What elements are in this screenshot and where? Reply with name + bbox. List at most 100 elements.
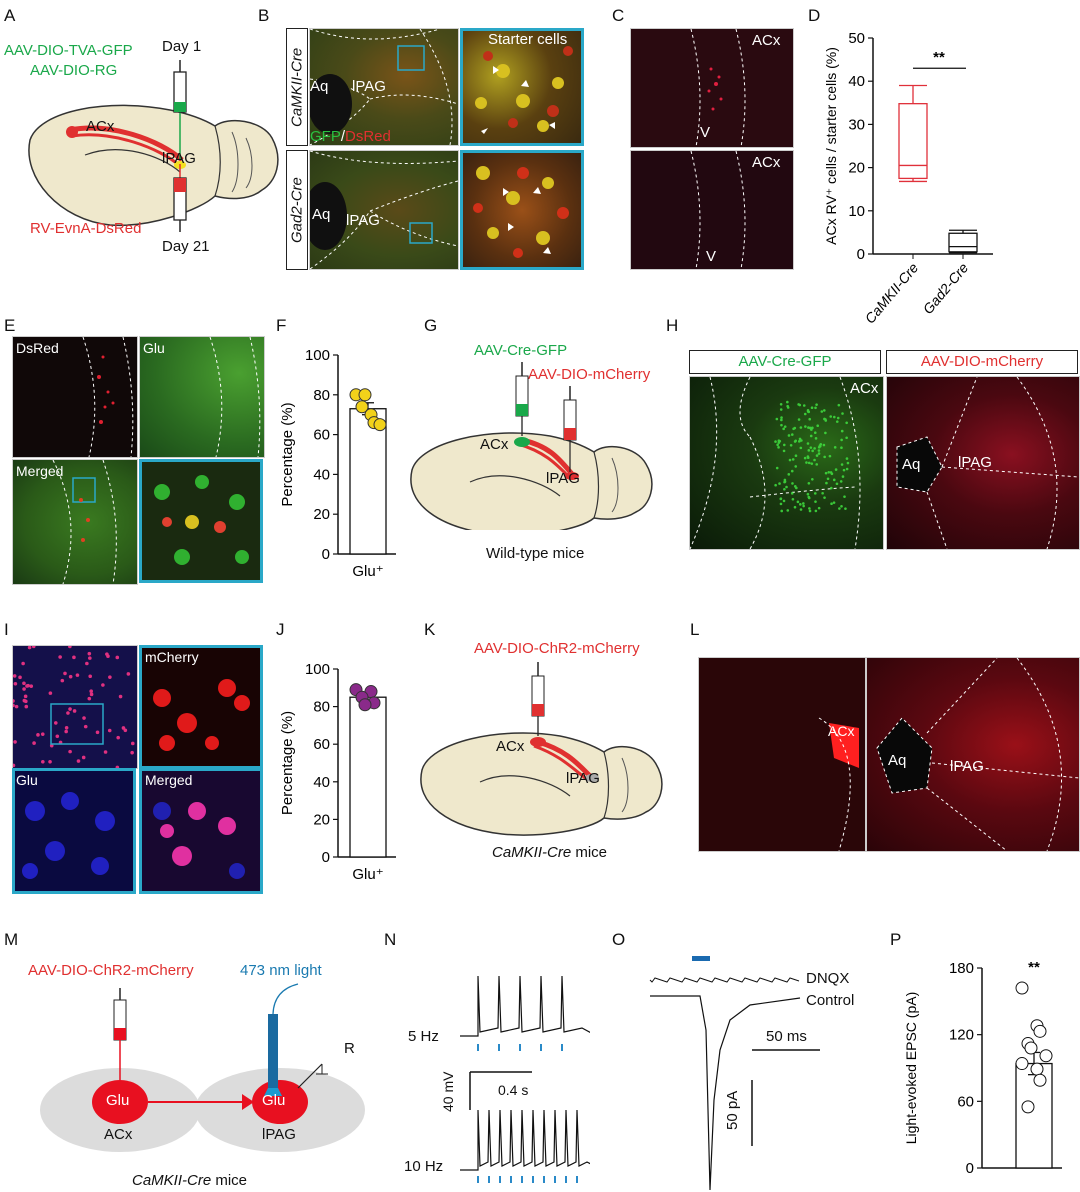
gfp-cell (824, 419, 828, 422)
panel-a-virus-rv: RV-EvnA-DsRed (30, 220, 142, 237)
panel-l-lpag-label: lPAG (950, 758, 984, 775)
gfp-cell (813, 447, 816, 450)
gfp-cell (777, 439, 781, 442)
panel-h-title2: AAV-DIO-mCherry (886, 350, 1078, 374)
panel-m-glu-2: Glu (262, 1092, 286, 1109)
gfp-cell (793, 505, 797, 509)
gfp-cell (791, 497, 795, 501)
mcherry-cell (116, 735, 120, 740)
panel-h-aq-label: Aq (902, 456, 921, 473)
panel-g-caption: Wild-type mice (486, 545, 585, 562)
panel-n-mv: 40 mV (440, 1071, 456, 1112)
mcherry-cell (130, 741, 135, 746)
gfp-cell (796, 500, 800, 504)
panel-b-starter-label: Starter cells (488, 31, 568, 48)
gfp-cell (828, 454, 832, 458)
gfp-cell (832, 415, 836, 419)
panel-n-traces (460, 975, 590, 1183)
panel-label-n: N (384, 930, 397, 949)
y-axis-label: ACx RV⁺ cells / starter cells (%) (823, 47, 839, 245)
light-pulse-marker (692, 956, 710, 961)
gfp-cell (782, 427, 785, 431)
mcherry-cell (40, 732, 45, 736)
gfp-cell (815, 454, 819, 457)
gfp-cell (813, 431, 817, 434)
bar (349, 696, 387, 858)
gfp-cell (804, 425, 807, 428)
panel-l-acx-label: ACx (828, 723, 855, 739)
gfp-cell (829, 486, 833, 490)
y-tick-label: 80 (313, 387, 330, 404)
trace-dnqx (649, 977, 800, 983)
mcherry-cell (68, 646, 72, 649)
panel-label-c: C (612, 6, 625, 25)
data-point (1033, 1073, 1047, 1087)
panel-h-micro-gfp (689, 376, 884, 550)
y-axis-label: Percentage (%) (279, 402, 296, 506)
gfp-cell (819, 442, 823, 446)
gfp-cell (789, 443, 793, 447)
panel-o-control: Control (806, 992, 855, 1009)
y-tick-label: 20 (848, 160, 865, 177)
mcherry-cell (123, 728, 128, 733)
gfp-cell (829, 415, 833, 418)
panel-label-b: B (258, 6, 270, 25)
gfp-cell (803, 456, 807, 460)
mcherry-cell (13, 740, 17, 744)
panel-e-merged-label: Merged (16, 463, 64, 479)
mcherry-cell (89, 689, 93, 694)
gfp-cell (832, 478, 836, 482)
voltage-trace (460, 975, 590, 1037)
gfp-cell (798, 403, 802, 407)
gfp-cell (814, 437, 818, 440)
panel-a-acx-label: ACx (86, 118, 115, 135)
gfp-cell (815, 403, 818, 406)
mcherry-cell (95, 730, 100, 735)
gfp-cell (780, 416, 783, 419)
mcherry-cell (68, 674, 73, 679)
gfp-cell (824, 431, 827, 435)
panel-h-micro-mcherry (886, 376, 1080, 550)
x-tick-label: Glu⁺ (352, 563, 383, 580)
gfp-cell (790, 433, 794, 436)
gfp-cell (798, 437, 802, 441)
panel-label-f: F (276, 316, 287, 335)
mcherry-cell (48, 759, 52, 764)
data-point (1021, 1100, 1035, 1114)
panel-h-title1: AAV-Cre-GFP (689, 350, 881, 374)
gfp-cell (840, 504, 843, 508)
gfp-cell (775, 417, 779, 421)
mcherry-cell (13, 674, 17, 678)
panel-m-lpag-label: lPAG (262, 1126, 296, 1143)
mcherry-cell (13, 763, 16, 768)
gfp-cell (820, 410, 824, 413)
y-tick-label: 20 (313, 811, 330, 828)
gfp-cell (837, 403, 841, 407)
gfp-cell (826, 477, 830, 481)
panel-k-caption-rest: mice (571, 844, 608, 861)
gfp-cell (835, 482, 839, 486)
panel-m-caption-rest: mice (211, 1172, 248, 1189)
gfp-cell (782, 499, 786, 503)
gfp-cell (841, 412, 844, 415)
panel-b-aq-1: Aq (310, 78, 329, 95)
gfp-cell (782, 449, 786, 453)
mcherry-cell (48, 691, 53, 695)
panel-c-acx-1: ACx (752, 32, 781, 49)
panel-l-micro-lpag (866, 657, 1080, 852)
gfp-cell (794, 454, 798, 458)
panel-o-ms: 50 ms (766, 1028, 807, 1045)
gfp-cell (793, 485, 797, 488)
panel-m-caption-italic: CaMKII-Cre (132, 1172, 212, 1189)
panel-h-acx-label: ACx (850, 380, 879, 397)
y-tick-label: 0 (966, 1160, 974, 1177)
gfp-cell (808, 509, 812, 513)
gfp-cell (805, 461, 808, 464)
gfp-cell (774, 483, 777, 487)
panel-a-lpag-label: lPAG (162, 150, 196, 167)
mcherry-cell (32, 741, 36, 745)
gfp-cell (799, 446, 803, 450)
gfp-cell (810, 406, 814, 410)
mcherry-cell (18, 675, 22, 680)
